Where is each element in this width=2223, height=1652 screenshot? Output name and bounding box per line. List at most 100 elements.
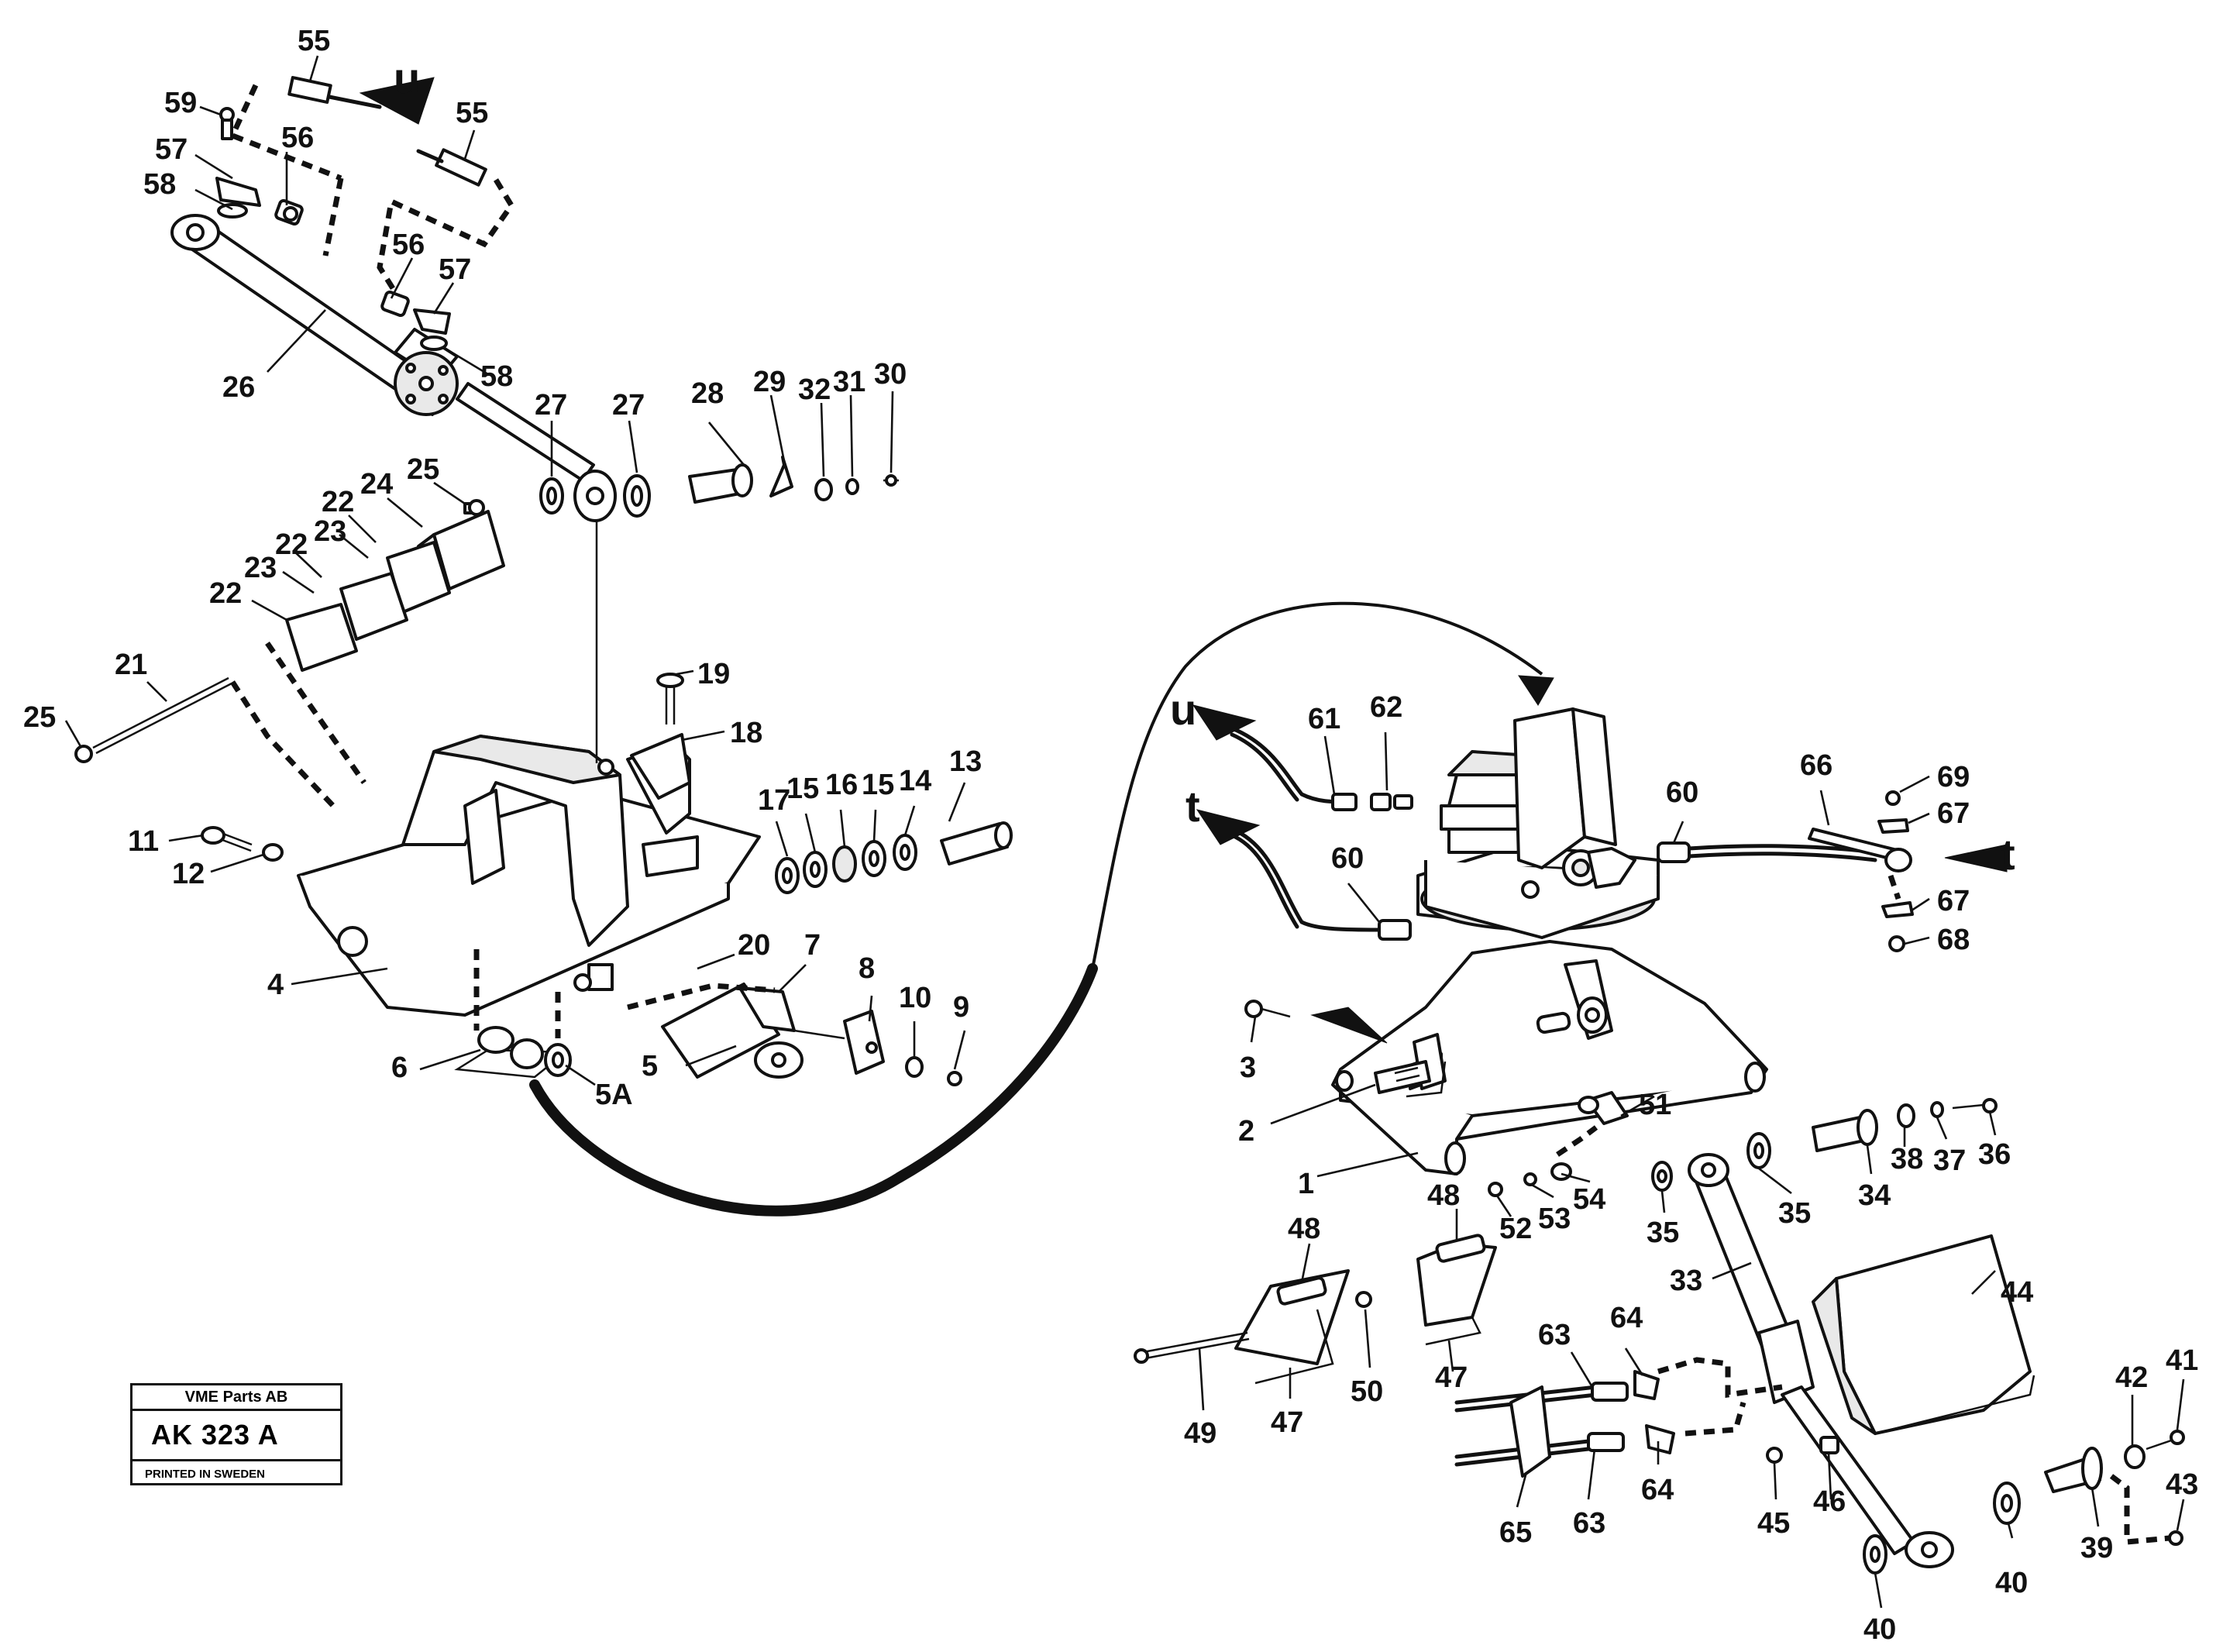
- label-40a: 40: [1995, 1567, 2028, 1599]
- label-24: 24: [360, 468, 393, 501]
- swivel-valve-unit: [1416, 707, 1660, 939]
- decal-2-arrow-3: [1244, 1000, 1431, 1094]
- label-63b: 63: [1573, 1507, 1605, 1540]
- label-20: 20: [738, 929, 770, 962]
- pin-51-dash: [1556, 1091, 1629, 1157]
- label-5: 5: [642, 1050, 658, 1082]
- label-17: 17: [758, 784, 790, 817]
- label-19: 19: [697, 658, 730, 690]
- label-27b: 27: [612, 389, 645, 422]
- hoses-63-64-65: [1454, 1357, 1783, 1478]
- label-60b: 60: [1666, 776, 1698, 809]
- label-42: 42: [2115, 1361, 2148, 1394]
- label-50: 50: [1351, 1375, 1383, 1408]
- label-46: 46: [1813, 1485, 1846, 1518]
- pivot-5-bracket-7-plate-8: [627, 983, 962, 1086]
- title-block: VME Parts AB AK 323 A PRINTED IN SWEDEN: [130, 1383, 342, 1485]
- marker-t-right: t: [2001, 830, 2015, 879]
- label-48a: 48: [1288, 1213, 1320, 1245]
- connection-labels: u u t t: [394, 53, 2015, 879]
- label-61: 61: [1308, 703, 1340, 735]
- label-6: 6: [391, 1051, 408, 1084]
- label-63a: 63: [1538, 1319, 1571, 1351]
- label-30: 30: [874, 358, 907, 391]
- label-57a: 57: [155, 133, 188, 166]
- brackets-47-48-49-50: [1134, 1234, 1497, 1385]
- main-frame-1: [1331, 940, 1768, 1175]
- label-38: 38: [1891, 1143, 1923, 1175]
- bolts-45-46: [1766, 1436, 1839, 1464]
- label-33: 33: [1670, 1265, 1702, 1297]
- label-47b: 47: [1435, 1361, 1468, 1394]
- pin-assembly-39-43: [1863, 1430, 2185, 1575]
- label-48b: 48: [1427, 1179, 1460, 1212]
- drawing-code: AK 323 A: [132, 1411, 340, 1461]
- label-3: 3: [1240, 1051, 1256, 1084]
- label-35a: 35: [1778, 1197, 1811, 1230]
- bolt-19-bracket-18: [630, 673, 691, 800]
- part-number-labels: 55 55 59 57 56 58 56 57 58 26 27 27 28 2…: [23, 25, 2198, 1646]
- label-56a: 56: [281, 122, 314, 154]
- label-41: 41: [2166, 1344, 2198, 1377]
- label-64a: 64: [1610, 1302, 1643, 1334]
- marker-t-left: t: [1185, 782, 1200, 831]
- label-67b: 67: [1937, 885, 1970, 917]
- label-58b: 58: [480, 360, 513, 393]
- label-49: 49: [1184, 1417, 1216, 1450]
- label-53: 53: [1538, 1203, 1571, 1235]
- label-31: 31: [833, 366, 865, 398]
- label-34: 34: [1858, 1179, 1891, 1212]
- label-7: 7: [804, 929, 821, 962]
- label-51: 51: [1639, 1089, 1671, 1121]
- label-14: 14: [899, 765, 931, 797]
- pin-assembly-27-32: [539, 456, 899, 518]
- label-21: 21: [115, 649, 147, 681]
- label-22b: 22: [275, 528, 308, 561]
- label-69: 69: [1937, 761, 1970, 793]
- label-60a: 60: [1331, 842, 1364, 875]
- label-56b: 56: [392, 229, 425, 261]
- label-26: 26: [222, 371, 255, 404]
- label-15b: 15: [862, 769, 894, 801]
- pin-assembly-34-38: [1651, 1098, 1998, 1192]
- bolt-11-washer-12: [201, 826, 284, 862]
- label-32: 32: [798, 373, 831, 406]
- label-39: 39: [2080, 1532, 2113, 1564]
- label-47a: 47: [1271, 1406, 1303, 1439]
- label-55b: 55: [456, 97, 488, 129]
- label-43: 43: [2166, 1468, 2198, 1501]
- label-2: 2: [1238, 1115, 1254, 1148]
- hose-upper-55: [229, 76, 515, 300]
- label-25a: 25: [407, 453, 439, 486]
- label-12: 12: [172, 858, 205, 890]
- frame-4: [297, 735, 761, 1017]
- rotation-arc: [529, 963, 1098, 1217]
- tie-rod-21: [74, 642, 366, 808]
- label-58a: 58: [143, 168, 176, 201]
- flow-arrowhead: [1518, 675, 1554, 706]
- steering-cylinder-26: [170, 214, 617, 522]
- marker-u-top: u: [394, 53, 420, 102]
- leader-lines: [64, 55, 2185, 1609]
- steering-cylinder-33: [1688, 1153, 1954, 1568]
- label-28: 28: [691, 377, 724, 410]
- label-67a: 67: [1937, 797, 1970, 830]
- label-55a: 55: [298, 25, 330, 57]
- label-5A: 5A: [595, 1079, 633, 1111]
- label-57b: 57: [439, 253, 471, 286]
- label-36: 36: [1978, 1138, 2011, 1171]
- label-37: 37: [1933, 1144, 1966, 1177]
- washers-5A-6: [454, 949, 572, 1079]
- label-29: 29: [753, 366, 786, 398]
- marker-u-right: u: [1170, 685, 1196, 734]
- printed-note: PRINTED IN SWEDEN: [145, 1468, 266, 1481]
- bolts-52-53-54: [1488, 1162, 1572, 1197]
- label-40b: 40: [1863, 1613, 1896, 1646]
- label-35b: 35: [1647, 1217, 1679, 1249]
- guard-44: [1812, 1234, 2035, 1435]
- label-65: 65: [1499, 1516, 1532, 1549]
- connection-arrows: [359, 77, 2008, 872]
- label-23b: 23: [244, 552, 277, 584]
- label-22c: 22: [209, 577, 242, 610]
- label-10: 10: [899, 982, 931, 1014]
